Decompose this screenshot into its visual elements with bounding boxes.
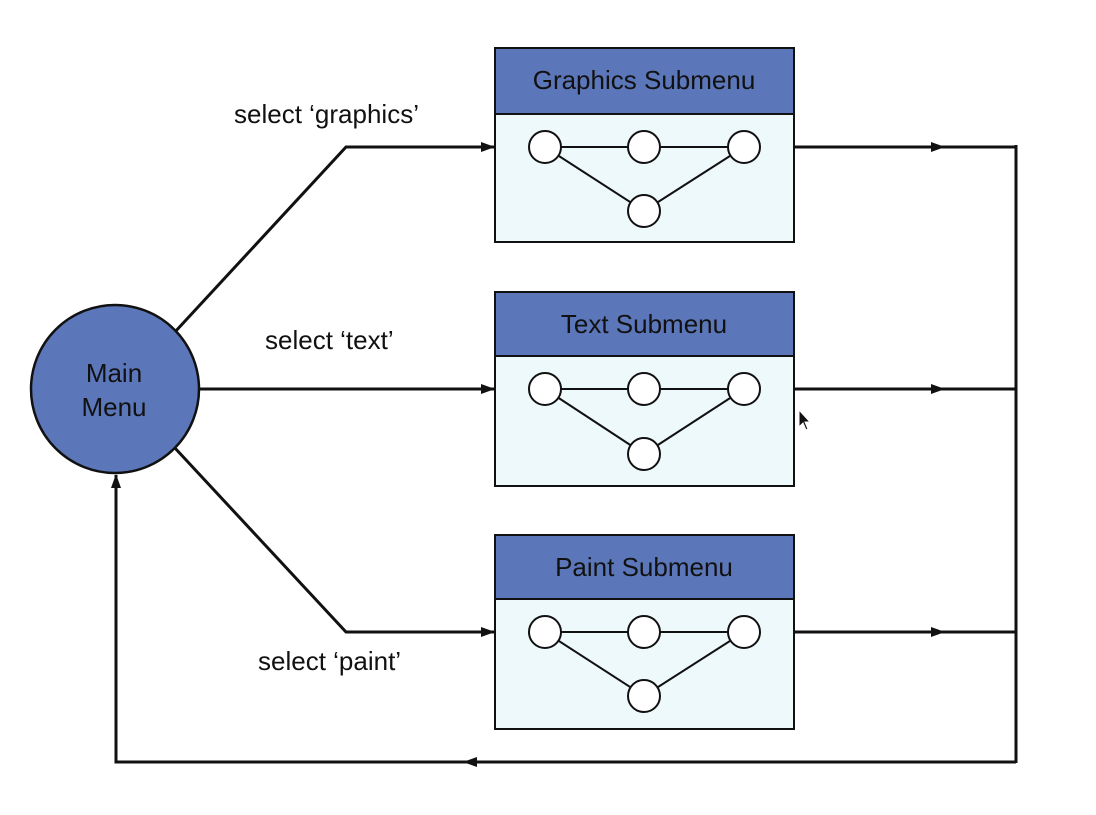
graph-node bbox=[727, 130, 761, 164]
mouse-cursor-icon bbox=[798, 408, 812, 431]
graph-node bbox=[528, 372, 562, 406]
paint-submenu-title: Paint Submenu bbox=[555, 552, 733, 582]
graph-node bbox=[727, 615, 761, 649]
main-menu-label-line1: Main bbox=[86, 358, 142, 388]
return-edges bbox=[111, 142, 1018, 767]
edge-label-text: select ‘text’ bbox=[265, 325, 394, 355]
edge-label-graphics: select ‘graphics’ bbox=[234, 99, 419, 129]
graph-node bbox=[528, 615, 562, 649]
graphics-submenu-title: Graphics Submenu bbox=[533, 65, 756, 95]
paint-submenu-header bbox=[494, 534, 795, 600]
edge-label-paint: select ‘paint’ bbox=[258, 646, 401, 676]
paint-submenu-graph bbox=[528, 615, 761, 713]
return-to-main-menu-edge bbox=[111, 474, 466, 764]
graphics-submenu-graph bbox=[528, 130, 761, 228]
text-submenu-title: Text Submenu bbox=[561, 309, 727, 339]
graphics-submenu[interactable]: Graphics Submenu bbox=[494, 47, 795, 243]
text-submenu[interactable]: Text Submenu bbox=[494, 291, 795, 487]
graph-node bbox=[727, 372, 761, 406]
graph-node bbox=[627, 194, 661, 228]
graph-node bbox=[627, 615, 661, 649]
edge-to-paint-submenu bbox=[172, 445, 495, 637]
graph-node bbox=[627, 372, 661, 406]
graph-node bbox=[627, 437, 661, 471]
main-menu-node[interactable]: Main Menu bbox=[29, 303, 201, 475]
edge-to-graphics-submenu bbox=[172, 142, 495, 335]
graph-node bbox=[528, 130, 562, 164]
graph-node bbox=[627, 130, 661, 164]
graph-node bbox=[627, 679, 661, 713]
main-menu-label-line2: Menu bbox=[81, 392, 146, 422]
paint-submenu[interactable]: Paint Submenu bbox=[494, 534, 795, 730]
edges-from-main-menu bbox=[172, 142, 495, 637]
text-submenu-graph bbox=[528, 372, 761, 471]
